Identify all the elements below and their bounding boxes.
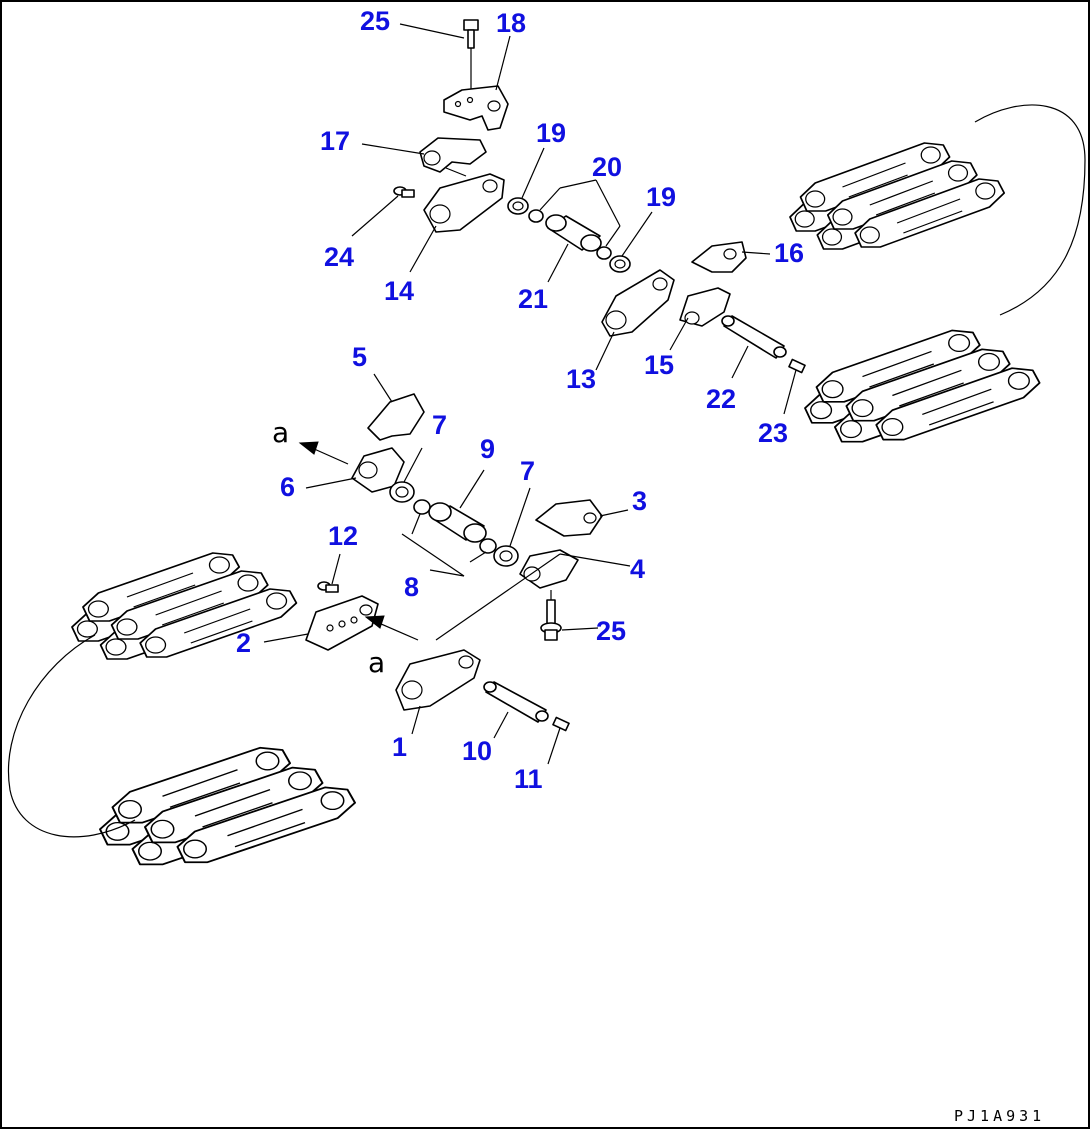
callout-6: 6 xyxy=(280,472,295,502)
screw-24 xyxy=(393,186,415,198)
track-chain-lower-left-back xyxy=(72,553,296,659)
callout-24: 24 xyxy=(324,242,354,272)
callout-14: 14 xyxy=(384,276,414,306)
callout-5: 5 xyxy=(352,342,367,372)
pin-10 xyxy=(483,681,549,723)
callout-20: 20 xyxy=(592,152,622,182)
leader-lines xyxy=(263,23,797,765)
master-link-16 xyxy=(691,241,747,273)
callout-16: 16 xyxy=(774,238,804,268)
master-link-3 xyxy=(535,499,603,537)
bolt-25-upper xyxy=(463,19,479,98)
callout-25-lower: 25 xyxy=(596,616,626,646)
pin-22 xyxy=(721,315,787,359)
bushing-9 xyxy=(428,502,487,543)
view-marker-a-lower: a xyxy=(368,646,385,679)
drawing-code: PJ1A931 xyxy=(954,1107,1045,1125)
link-18 xyxy=(443,85,509,131)
view-marker-a-upper: a xyxy=(272,416,289,449)
callout-19-right: 19 xyxy=(646,182,676,212)
callout-8: 8 xyxy=(404,572,419,602)
callout-4: 4 xyxy=(630,554,645,584)
seal-8-set xyxy=(413,499,497,554)
link-1 xyxy=(395,649,481,711)
bolt-25-lower xyxy=(540,590,562,641)
callout-17: 17 xyxy=(320,126,350,156)
callout-2: 2 xyxy=(236,628,251,658)
callouts: 25 18 17 19 20 19 24 16 14 21 5 13 15 22… xyxy=(236,6,804,794)
seal-19-right xyxy=(609,255,631,273)
track-chain-upper-right-front xyxy=(805,330,1040,441)
callout-9: 9 xyxy=(480,434,495,464)
bushing-21 xyxy=(545,214,602,252)
track-chain-upper-right-back xyxy=(790,143,1004,249)
track-chain-lower-left-front xyxy=(100,748,355,865)
callout-12: 12 xyxy=(328,521,358,551)
link-6 xyxy=(351,447,405,493)
seal-7-left xyxy=(389,481,415,503)
callout-25-upper: 25 xyxy=(360,6,390,36)
callout-10: 10 xyxy=(462,736,492,766)
view-arrow-upper xyxy=(298,441,349,465)
master-link-5 xyxy=(367,393,425,441)
callout-15: 15 xyxy=(644,350,674,380)
link-2 xyxy=(305,595,379,651)
master-link-17 xyxy=(419,137,487,173)
chain-loop-left xyxy=(7,634,136,838)
callout-22: 22 xyxy=(706,384,736,414)
seal-19-left xyxy=(507,197,529,215)
link-15 xyxy=(679,287,731,327)
callout-18: 18 xyxy=(496,8,526,38)
callout-19-left: 19 xyxy=(536,118,566,148)
callout-11: 11 xyxy=(514,764,543,794)
seal-7-right xyxy=(493,545,519,567)
callout-21: 21 xyxy=(518,284,548,314)
callout-7-left: 7 xyxy=(432,410,447,440)
callout-13: 13 xyxy=(566,364,596,394)
callout-23: 23 xyxy=(758,418,788,448)
link-14 xyxy=(423,173,505,233)
chain-loop-right xyxy=(974,104,1086,316)
screw-12 xyxy=(317,581,339,593)
view-arrow-lower xyxy=(364,615,419,641)
link-13 xyxy=(601,269,675,337)
callout-3: 3 xyxy=(632,486,647,516)
seal-20-set xyxy=(528,209,612,260)
pin-23 xyxy=(788,358,806,374)
callout-1: 1 xyxy=(392,732,407,762)
pin-11 xyxy=(552,716,570,732)
callout-7-right: 7 xyxy=(520,456,535,486)
